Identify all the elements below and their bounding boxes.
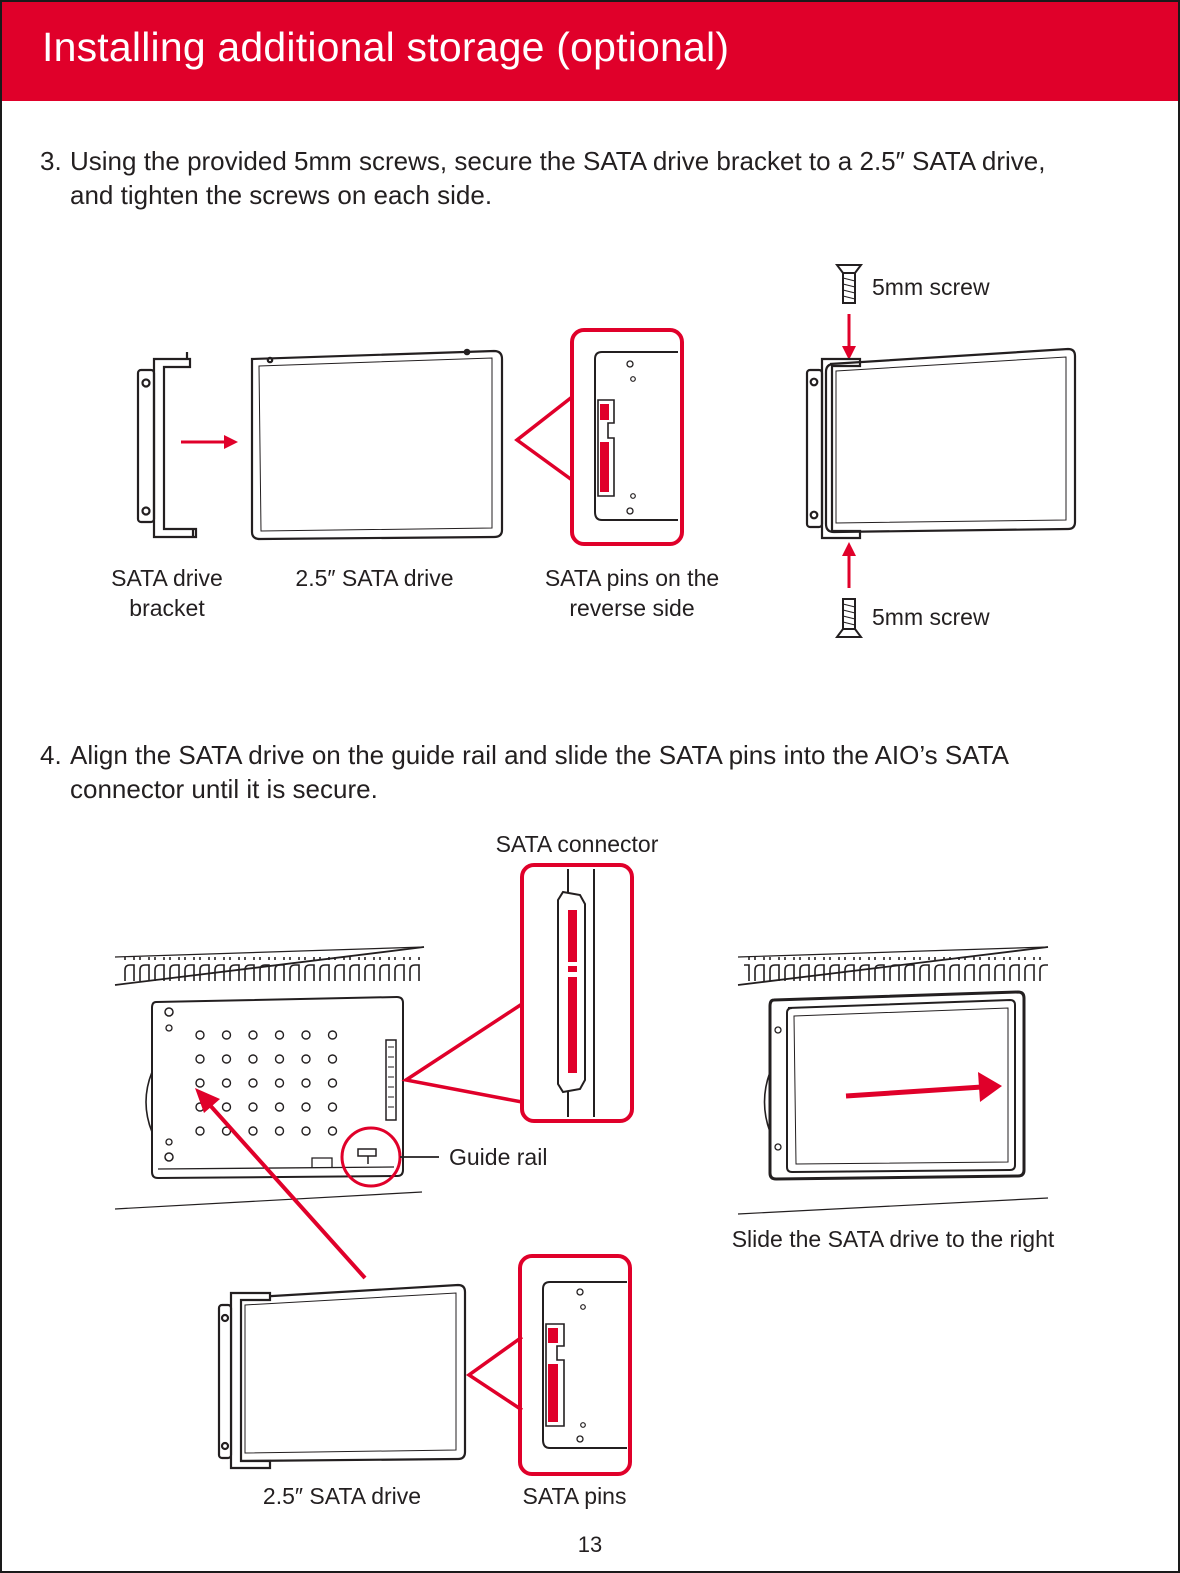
vent-hole — [274, 1126, 285, 1136]
zoom-sata-connector — [401, 863, 634, 1123]
vent-hole — [195, 1030, 205, 1040]
vent-hole — [274, 1054, 285, 1064]
vent-hole — [327, 1054, 338, 1064]
aio-bay-installed-drive — [737, 946, 1049, 1215]
vent-hole — [248, 1054, 258, 1064]
zoom-sata-pins-reverse — [514, 328, 684, 546]
step-4-line-2: connector until it is secure. — [70, 774, 378, 804]
arrow-screw-bottom — [842, 542, 856, 588]
vent-hole — [301, 1030, 311, 1040]
vent-hole — [301, 1054, 311, 1064]
vent-hole — [195, 1126, 205, 1136]
page-number: 13 — [577, 1532, 603, 1557]
header-banner: Installing additional storage (optional) — [2, 2, 1178, 101]
label-sata-pins-reverse: SATA pins on the reverse side — [544, 565, 720, 621]
vent-hole — [274, 1030, 285, 1040]
vent-hole — [327, 1126, 338, 1136]
vent-hole — [301, 1078, 311, 1088]
step-3-text: 3. Using the provided 5mm screws, secure … — [40, 144, 1045, 212]
label-guide-rail: Guide rail — [449, 1144, 548, 1170]
label-slide-right: Slide the SATA drive to the right — [731, 1226, 1055, 1252]
arrow-slide-right — [845, 1072, 1002, 1102]
vent-hole — [301, 1102, 311, 1112]
chassis-vent-holes — [195, 1030, 338, 1136]
assembled-drive-with-bracket — [805, 347, 1077, 540]
page-title: Installing additional storage (optional) — [42, 24, 730, 70]
vent-hole — [327, 1102, 338, 1112]
label-sata-pins: SATA pins — [522, 1483, 627, 1509]
ssd-drive-drawing — [250, 348, 504, 541]
label-sata-connector: SATA connector — [495, 831, 659, 857]
vent-hole — [274, 1078, 285, 1088]
screw-bottom-icon — [835, 598, 863, 638]
vent-hole — [248, 1102, 258, 1112]
label-sata-drive-bracket: SATA drive bracket — [111, 565, 223, 621]
sata-bracket-drawing — [136, 352, 198, 539]
step-4-text: 4. Align the SATA drive on the guide rail… — [40, 738, 1009, 806]
label-5mm-screw-top: 5mm screw — [872, 274, 990, 300]
vent-hole — [221, 1054, 232, 1064]
step-4-line-1: Align the SATA drive on the guide rail a… — [70, 740, 1009, 770]
arrow-drive-to-bay — [195, 1088, 367, 1280]
vent-hole — [248, 1030, 258, 1040]
step-4-number: 4. — [40, 740, 62, 770]
arrow-screw-top — [842, 314, 856, 360]
step-3-number: 3. — [40, 146, 62, 176]
vent-hole — [327, 1078, 338, 1088]
vent-hole — [327, 1030, 338, 1040]
zoom-sata-pins-bottom — [465, 1254, 632, 1476]
step-3-line-1: Using the provided 5mm screws, secure th… — [70, 146, 1046, 176]
vent-hole — [221, 1102, 232, 1112]
aio-chassis-bay — [114, 946, 425, 1210]
drive-with-bracket-bottom — [217, 1283, 467, 1470]
label-ssd-drive-top: 2.5″ SATA drive — [295, 565, 454, 591]
vent-hole — [221, 1030, 232, 1040]
vent-hole — [248, 1126, 258, 1136]
guide-rail-callout — [340, 1126, 439, 1188]
screw-top-icon — [835, 264, 863, 304]
vent-hole — [195, 1078, 205, 1088]
vent-hole — [221, 1078, 232, 1088]
step-3-line-2: and tighten the screws on each side. — [70, 180, 493, 210]
arrow-bracket-to-drive — [181, 435, 238, 449]
vent-hole — [301, 1126, 311, 1136]
label-ssd-drive-bottom: 2.5″ SATA drive — [262, 1483, 422, 1509]
vent-hole — [274, 1102, 285, 1112]
vent-hole — [248, 1078, 258, 1088]
label-5mm-screw-bottom: 5mm screw — [872, 604, 990, 630]
vent-hole — [195, 1054, 205, 1064]
